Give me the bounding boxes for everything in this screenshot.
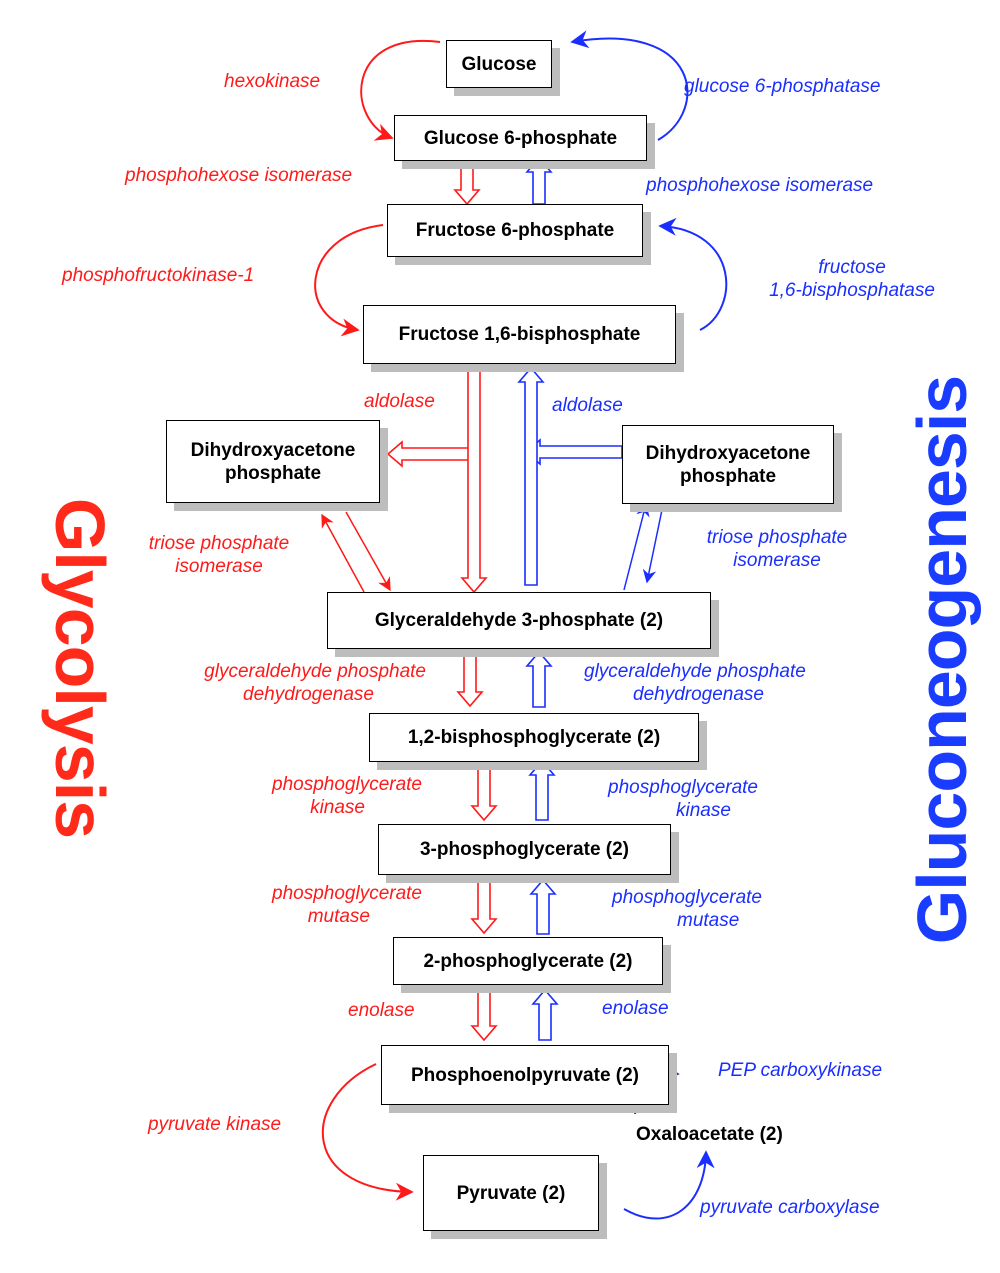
pgm-gluconeogenesis-line2: mutase <box>677 910 740 931</box>
gapdh-gluconeogenesis-line2: dehydrogenase <box>633 684 764 705</box>
f16bp-label: Fructose 1,6-bisphosphate <box>398 324 641 345</box>
aldolase-reverse-arrow <box>517 366 545 586</box>
enzyme-g6pase: glucose 6-phosphatase <box>684 76 881 97</box>
metabolite-bpg: 1,2-bisphosphoglycerate (2) <box>369 713 699 762</box>
gapdh-glycolysis-line1: glyceraldehyde phosphate <box>204 661 426 682</box>
dhap-right-label: Dihydroxyacetone phosphate <box>645 442 811 487</box>
pc-arrow <box>623 1150 715 1220</box>
metabolite-pep: Phosphoenolpyruvate (2) <box>381 1045 669 1105</box>
glucose-label: Glucose <box>461 53 537 75</box>
aldolase-reverse-from-dhap <box>524 438 623 466</box>
metabolite-f16bp: Fructose 1,6-bisphosphate <box>363 305 676 364</box>
enzyme-tpi-glycolysis: triose phosphate isomerase <box>134 532 304 578</box>
g6p-label: Glucose 6-phosphate <box>423 127 618 149</box>
gapdh-forward-arrow <box>456 650 484 708</box>
f6p-label: Fructose 6-phosphate <box>415 220 615 241</box>
pgk-reverse-arrow <box>528 759 556 821</box>
pgm-glycolysis-line1: phosphoglycerate <box>272 883 422 904</box>
enzyme-pgk-glycolysis: phosphoglycerate kinase <box>200 773 422 819</box>
enzyme-pfk1: phosphofructokinase-1 <box>62 265 255 286</box>
pyruvate-label: Pyruvate (2) <box>456 1182 566 1204</box>
metabolite-dhap-right: Dihydroxyacetone phosphate <box>622 425 834 504</box>
fbpase-line1: fructose <box>818 257 886 278</box>
enzyme-enolase-glycolysis: enolase <box>348 1000 415 1021</box>
enzyme-pyruvate-kinase: pyruvate kinase <box>148 1114 282 1135</box>
metabolite-f6p: Fructose 6-phosphate <box>387 204 643 257</box>
glycolysis-title: Glycolysis <box>41 497 119 839</box>
enzyme-aldolase-gluconeogenesis: aldolase <box>552 395 623 416</box>
enzyme-pgm-gluconeogenesis: phosphoglycerate mutase <box>612 886 762 932</box>
pgk-glycolysis-line1: phosphoglycerate <box>272 774 422 795</box>
metabolite-g6p: Glucose 6-phosphate <box>394 115 647 161</box>
enzyme-phi-gluconeogenesis: phosphohexose isomerase <box>646 175 874 196</box>
enzyme-gapdh-glycolysis: glyceraldehyde phosphate dehydrogenase <box>150 660 426 706</box>
tpi-left-down <box>345 511 391 592</box>
gapdh-glycolysis-line2: dehydrogenase <box>243 684 374 705</box>
metabolite-pyruvate: Pyruvate (2) <box>423 1155 599 1231</box>
pep-label: Phosphoenolpyruvate (2) <box>410 1064 640 1086</box>
enolase-forward-arrow <box>470 986 498 1042</box>
phi-reverse-arrow <box>525 156 553 205</box>
metabolite-3pg: 3-phosphoglycerate (2) <box>378 824 671 875</box>
pk-arrow <box>321 1063 414 1201</box>
gapdh-reverse-arrow <box>525 650 553 708</box>
metabolite-dhap-left: Dihydroxyacetone phosphate <box>166 420 380 503</box>
aldolase-forward-arrow <box>460 363 488 594</box>
bpg-label: 1,2-bisphosphoglycerate (2) <box>407 727 661 748</box>
enzyme-phi-glycolysis: phosphohexose isomerase <box>125 165 353 186</box>
tpi-gluconeogenesis-line1: triose phosphate <box>706 527 848 548</box>
g3p-label: Glyceraldehyde 3-phosphate (2) <box>374 610 664 631</box>
3pg-label: 3-phosphoglycerate (2) <box>419 839 630 860</box>
enzyme-pgk-gluconeogenesis: phosphoglycerate kinase <box>608 776 758 822</box>
gluconeogenesis-title: Gluconeogenesis <box>903 375 981 945</box>
2pg-label: 2-phosphoglycerate (2) <box>423 950 633 972</box>
aldolase-forward-to-dhap <box>386 440 471 468</box>
fbpase-arrow <box>658 217 728 331</box>
pgk-forward-arrow <box>470 759 498 822</box>
metabolite-glucose: Glucose <box>446 40 552 88</box>
enolase-reverse-arrow <box>531 988 559 1041</box>
pgm-glycolysis-line2: mutase <box>307 906 370 927</box>
pgk-gluconeogenesis-line1: phosphoglycerate <box>608 777 758 798</box>
pgm-gluconeogenesis-line1: phosphoglycerate <box>612 887 762 908</box>
pgm-reverse-arrow <box>529 878 557 935</box>
tpi-right-down <box>642 504 664 584</box>
enzyme-pgm-glycolysis: phosphoglycerate mutase <box>200 882 422 928</box>
enzyme-tpi-gluconeogenesis: triose phosphate isomerase <box>690 526 864 572</box>
g6pase-arrow <box>570 30 689 141</box>
enzyme-fbpase: fructose 1,6-bisphosphatase <box>752 256 952 302</box>
tpi-right-up <box>623 502 650 591</box>
pgk-glycolysis-line2: kinase <box>310 797 365 818</box>
enzyme-pepck: PEP carboxykinase <box>718 1060 883 1081</box>
enzyme-pyruvate-carboxylase: pyruvate carboxylase <box>700 1197 880 1218</box>
metabolite-2pg: 2-phosphoglycerate (2) <box>393 937 663 985</box>
pgm-forward-arrow <box>470 875 498 935</box>
enzyme-enolase-gluconeogenesis: enolase <box>602 998 669 1019</box>
hexokinase-arrow <box>360 39 441 141</box>
enzyme-aldolase-glycolysis: aldolase <box>364 391 435 412</box>
dhap-left-label: Dihydroxyacetone phosphate <box>190 439 356 484</box>
pgk-gluconeogenesis-line2: kinase <box>676 800 731 821</box>
tpi-gluconeogenesis-line2: isomerase <box>733 550 821 571</box>
fbpase-line2: 1,6-bisphosphatase <box>769 280 935 301</box>
gapdh-gluconeogenesis-line1: glyceraldehyde phosphate <box>584 661 806 682</box>
enzyme-hexokinase: hexokinase <box>224 71 321 92</box>
tpi-left-up <box>321 513 365 593</box>
phi-forward-arrow <box>453 160 481 206</box>
hollow-arrow-group <box>386 156 623 1042</box>
metabolite-oxaloacetate: Oxaloacetate (2) <box>636 1124 783 1145</box>
enzyme-gapdh-gluconeogenesis: glyceraldehyde phosphate dehydrogenase <box>584 660 806 706</box>
tpi-glycolysis-line1: triose phosphate <box>148 533 290 554</box>
pfk1-arrow <box>314 224 384 337</box>
tpi-glycolysis-line2: isomerase <box>175 556 263 577</box>
metabolite-g3p: Glyceraldehyde 3-phosphate (2) <box>327 592 711 649</box>
